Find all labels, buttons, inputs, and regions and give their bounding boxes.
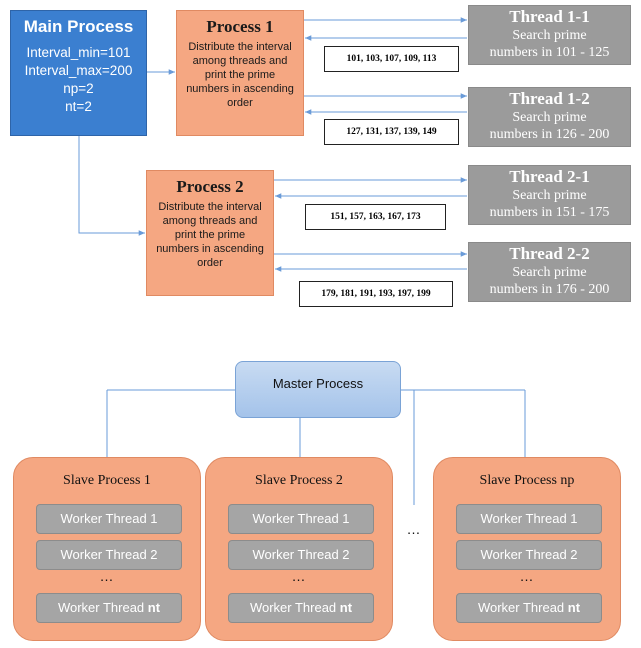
slave-process-np-title: Slave Process np xyxy=(479,473,575,488)
thread-1-2-line2: numbers in 126 - 200 xyxy=(489,127,610,142)
worker-thread-nt-prefix: Worker Thread xyxy=(477,600,568,615)
thread-2-1-title: Thread 2-1 xyxy=(509,167,590,186)
slave-ellipsis: … xyxy=(406,521,422,537)
prime-result-2-2: 179, 181, 191, 193, 197, 199 xyxy=(299,281,453,307)
slave-process-2-box: Slave Process 2 Worker Thread 1 Worker T… xyxy=(205,457,393,641)
process-2-box: Process 2 Distribute the interval among … xyxy=(146,170,274,296)
worker-ellipsis: … xyxy=(519,568,535,584)
param-interval-max: Interval_max=200 xyxy=(24,63,133,78)
thread-1-1-line1: Search prime xyxy=(512,28,587,43)
main-process-title: Main Process xyxy=(23,17,134,36)
worker-thread-nt: Worker Thread nt xyxy=(36,593,182,623)
slave-process-1-box: Slave Process 1 Worker Thread 1 Worker T… xyxy=(13,457,201,641)
prime-result-1-2: 127, 131, 137, 139, 149 xyxy=(324,119,459,145)
param-interval-min: Interval_min=101 xyxy=(26,45,131,60)
thread-1-1-line2: numbers in 101 - 125 xyxy=(489,45,610,60)
worker-thread-nt-suffix: nt xyxy=(147,600,161,615)
thread-1-1-box: Thread 1-1 Search prime numbers in 101 -… xyxy=(468,5,631,65)
process-1-description: Distribute the interval among threads an… xyxy=(186,41,294,109)
thread-2-1-line2: numbers in 151 - 175 xyxy=(489,205,610,220)
arrow-main-to-process2 xyxy=(78,136,145,236)
worker-thread-2: Worker Thread 2 xyxy=(36,540,182,570)
process-1-title: Process 1 xyxy=(206,17,274,36)
worker-thread-2: Worker Thread 2 xyxy=(456,540,602,570)
thread-2-2-box: Thread 2-2 Search prime numbers in 176 -… xyxy=(468,242,631,302)
worker-thread-nt-suffix: nt xyxy=(567,600,581,615)
worker-thread-1: Worker Thread 1 xyxy=(36,504,182,534)
worker-thread-1: Worker Thread 1 xyxy=(228,504,374,534)
main-process-box: Main Process Interval_min=101 Interval_m… xyxy=(10,10,147,136)
worker-thread-1: Worker Thread 1 xyxy=(456,504,602,534)
thread-1-2-line1: Search prime xyxy=(512,110,587,125)
slave-process-np-box: Slave Process np Worker Thread 1 Worker … xyxy=(433,457,621,641)
prime-result-2-1: 151, 157, 163, 167, 173 xyxy=(305,204,446,230)
worker-thread-2: Worker Thread 2 xyxy=(228,540,374,570)
slave-process-1-title: Slave Process 1 xyxy=(63,473,151,488)
worker-thread-nt-suffix: nt xyxy=(339,600,353,615)
process-2-description: Distribute the interval among threads an… xyxy=(156,201,264,269)
param-np: np=2 xyxy=(63,81,94,96)
thread-2-1-box: Thread 2-1 Search prime numbers in 151 -… xyxy=(468,165,631,225)
thread-2-2-line1: Search prime xyxy=(512,265,587,280)
thread-1-2-title: Thread 1-2 xyxy=(509,89,590,108)
thread-2-1-line1: Search prime xyxy=(512,188,587,203)
param-nt: nt=2 xyxy=(65,99,92,114)
worker-thread-nt: Worker Thread nt xyxy=(228,593,374,623)
worker-ellipsis: … xyxy=(291,568,307,584)
thread-2-2-title: Thread 2-2 xyxy=(509,244,590,263)
thread-1-1-title: Thread 1-1 xyxy=(509,7,590,26)
worker-thread-nt-prefix: Worker Thread xyxy=(57,600,148,615)
slave-process-2-title: Slave Process 2 xyxy=(255,473,343,488)
worker-thread-nt: Worker Thread nt xyxy=(456,593,602,623)
worker-ellipsis: … xyxy=(99,568,115,584)
worker-thread-nt-prefix: Worker Thread xyxy=(249,600,340,615)
prime-result-1-1: 101, 103, 107, 109, 113 xyxy=(324,46,459,72)
thread-1-2-box: Thread 1-2 Search prime numbers in 126 -… xyxy=(468,87,631,147)
process-1-box: Process 1 Distribute the interval among … xyxy=(176,10,304,136)
process-2-title: Process 2 xyxy=(176,177,244,196)
master-process-box: Master Process xyxy=(235,361,401,418)
thread-2-2-line2: numbers in 176 - 200 xyxy=(489,282,610,297)
